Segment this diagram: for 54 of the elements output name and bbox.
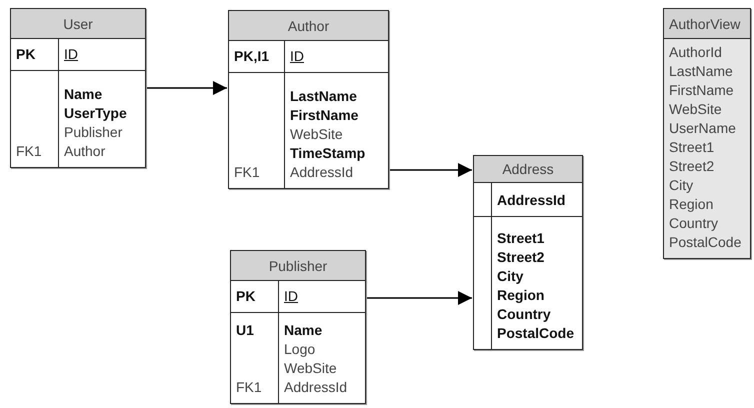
field-name: Region bbox=[669, 196, 714, 212]
arrow bbox=[367, 291, 472, 305]
field-name: ID bbox=[290, 48, 304, 64]
field-name: LastName bbox=[669, 63, 733, 79]
table-title: AuthorView bbox=[669, 16, 740, 32]
field-name: AddressId bbox=[284, 379, 348, 395]
key-label: FK1 bbox=[16, 143, 42, 159]
field-name: AddressId bbox=[497, 192, 566, 208]
field-name: Street1 bbox=[669, 139, 714, 155]
key-label: PK,I1 bbox=[234, 48, 270, 64]
field-name: UserType bbox=[64, 105, 127, 121]
field-name: FirstName bbox=[290, 107, 358, 123]
field-name: Author bbox=[64, 143, 106, 159]
key-label: U1 bbox=[236, 322, 254, 338]
key-label: FK1 bbox=[234, 164, 260, 180]
field-name: WebSite bbox=[284, 360, 337, 376]
entity-table bbox=[10, 8, 146, 168]
field-name: PostalCode bbox=[669, 234, 742, 250]
field-name: ID bbox=[284, 288, 298, 304]
field-name: FirstName bbox=[669, 82, 734, 98]
table-title: Publisher bbox=[268, 258, 328, 274]
key-label: FK1 bbox=[236, 379, 262, 395]
field-name: Name bbox=[64, 86, 102, 102]
entity-table bbox=[228, 10, 389, 189]
field-name: TimeStamp bbox=[290, 145, 366, 161]
table-title: Address bbox=[502, 161, 554, 177]
field-name: Street2 bbox=[497, 249, 544, 265]
key-label: PK bbox=[16, 46, 36, 62]
field-name: ID bbox=[64, 46, 78, 62]
field-name: Street1 bbox=[497, 230, 544, 246]
field-name: Publisher bbox=[64, 124, 122, 140]
field-name: City bbox=[497, 268, 524, 284]
field-name: City bbox=[669, 177, 694, 193]
field-name: Region bbox=[497, 287, 544, 303]
table-title: Author bbox=[288, 18, 330, 34]
table-title: User bbox=[63, 16, 93, 32]
entity-table bbox=[230, 250, 366, 404]
field-name: Country bbox=[497, 306, 551, 322]
arrow bbox=[147, 81, 227, 95]
arrow bbox=[390, 163, 472, 177]
entity-table bbox=[473, 155, 583, 350]
view-table bbox=[663, 8, 751, 259]
field-name: UserName bbox=[669, 120, 736, 136]
field-name: Logo bbox=[284, 341, 316, 357]
field-name: Street2 bbox=[669, 158, 714, 174]
field-name: Name bbox=[284, 322, 322, 338]
field-name: PostalCode bbox=[497, 325, 574, 341]
field-name: AuthorId bbox=[669, 44, 722, 60]
key-label: PK bbox=[236, 288, 256, 304]
field-name: WebSite bbox=[290, 126, 343, 142]
field-name: AddressId bbox=[290, 164, 354, 180]
field-name: LastName bbox=[290, 88, 357, 104]
field-name: Country bbox=[669, 215, 718, 231]
field-name: WebSite bbox=[669, 101, 722, 117]
